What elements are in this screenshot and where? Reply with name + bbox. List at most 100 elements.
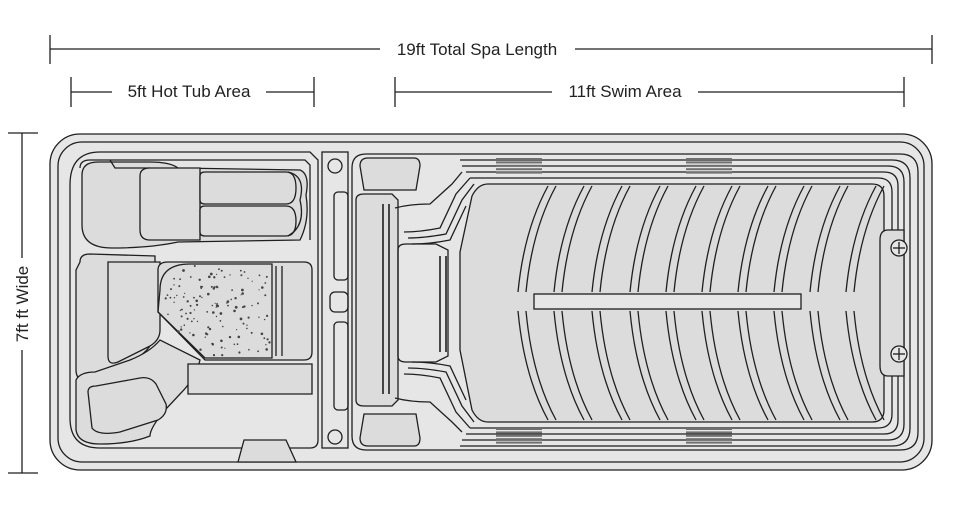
floor-rib <box>673 310 705 421</box>
texture-dot <box>199 348 202 351</box>
texture-dot <box>211 304 214 307</box>
texture-dot <box>265 344 267 346</box>
texture-dot <box>215 285 218 288</box>
floor-rib <box>817 310 849 421</box>
floor-rib <box>525 310 557 421</box>
texture-dot <box>228 335 232 339</box>
texture-dot <box>248 348 250 351</box>
floor-rib <box>773 185 805 293</box>
texture-dot <box>204 332 208 335</box>
texture-dot <box>198 278 201 281</box>
vent-stripe <box>496 164 542 167</box>
floor-rib <box>809 185 841 293</box>
texture-dot <box>179 278 182 281</box>
texture-dot <box>239 317 243 321</box>
texture-dot <box>236 343 239 345</box>
jet-icon <box>327 429 343 445</box>
floor-rib <box>637 185 669 293</box>
vent-stripe <box>496 161 542 164</box>
vent-stripe <box>686 168 732 171</box>
texture-dot <box>257 350 259 353</box>
width-label: 7ft ft Wide <box>13 266 32 343</box>
texture-dot <box>199 295 201 298</box>
vent-stripe <box>686 171 732 174</box>
floor-rib <box>599 310 631 421</box>
vent-stripe <box>686 431 732 434</box>
texture-dot <box>173 297 176 299</box>
vent-stripe <box>686 158 732 160</box>
texture-dot <box>243 271 246 273</box>
floor-rib <box>553 185 585 293</box>
total-length-label: 19ft Total Spa Length <box>397 40 557 59</box>
texture-dot <box>176 294 178 297</box>
texture-dot <box>180 328 183 331</box>
texture-dot <box>200 287 202 290</box>
texture-dot <box>241 292 244 295</box>
floor-rib <box>599 185 631 293</box>
texture-dot <box>263 337 266 340</box>
texture-dot <box>201 296 203 299</box>
total-length-dimension: 19ft Total Spa Length <box>49 35 933 64</box>
vent-stripe <box>496 171 542 174</box>
floor-rib <box>591 185 623 293</box>
texture-dot <box>221 354 224 357</box>
texture-dot <box>208 327 212 331</box>
texture-dot <box>264 294 267 297</box>
lounger-seat <box>81 159 308 249</box>
texture-dot <box>236 329 238 331</box>
texture-dot <box>206 311 209 313</box>
vent-stripe <box>496 158 542 160</box>
texture-dot <box>265 348 269 351</box>
swim-area-dimension: 11ft Swim Area <box>394 77 905 107</box>
swim-area-label: 11ft Swim Area <box>568 82 682 101</box>
textured-floor-pattern <box>164 265 271 357</box>
floor-rib <box>629 185 661 293</box>
texture-dot <box>234 297 237 300</box>
texture-dot <box>227 304 229 307</box>
texture-dot <box>251 304 253 307</box>
floor-rib <box>817 185 849 293</box>
texture-dot <box>204 336 206 338</box>
texture-dot <box>208 275 211 279</box>
texture-dot <box>167 313 169 316</box>
texture-dot <box>214 302 216 304</box>
floor-rib <box>701 185 733 293</box>
texture-dot <box>247 316 250 319</box>
hot-tub-step <box>237 439 298 463</box>
texture-dot <box>189 276 192 278</box>
floor-rib <box>517 310 549 421</box>
floor-rib <box>561 185 593 293</box>
vent-stripe <box>686 161 732 164</box>
texture-dot <box>169 296 172 299</box>
texture-dot <box>187 300 189 302</box>
floor-rib <box>737 310 769 421</box>
texture-dot <box>226 300 230 303</box>
texture-dot <box>230 298 232 301</box>
texture-dot <box>263 318 266 321</box>
texture-dot <box>258 289 260 291</box>
corner-seat <box>75 253 313 445</box>
texture-dot <box>216 273 218 275</box>
texture-dot <box>260 332 264 336</box>
vent-stripe <box>496 441 542 444</box>
texture-dot <box>189 332 191 334</box>
floor-rib <box>773 310 805 421</box>
width-dimension: 7ft ft Wide <box>8 132 38 474</box>
floor-rib <box>553 310 585 421</box>
texture-dot <box>182 296 185 298</box>
texture-dot <box>212 343 214 345</box>
texture-dot <box>240 274 243 277</box>
texture-dot <box>218 268 220 271</box>
vent-stripe <box>686 441 732 444</box>
texture-dot <box>178 285 181 288</box>
texture-dot <box>258 316 260 318</box>
texture-dot <box>193 296 195 299</box>
vent-stripe <box>496 438 542 441</box>
texture-dot <box>220 346 223 349</box>
texture-dot <box>242 322 245 325</box>
vent-stripe <box>496 431 542 434</box>
texture-dot <box>233 309 236 313</box>
texture-dot <box>207 292 210 296</box>
texture-dot <box>216 302 218 305</box>
